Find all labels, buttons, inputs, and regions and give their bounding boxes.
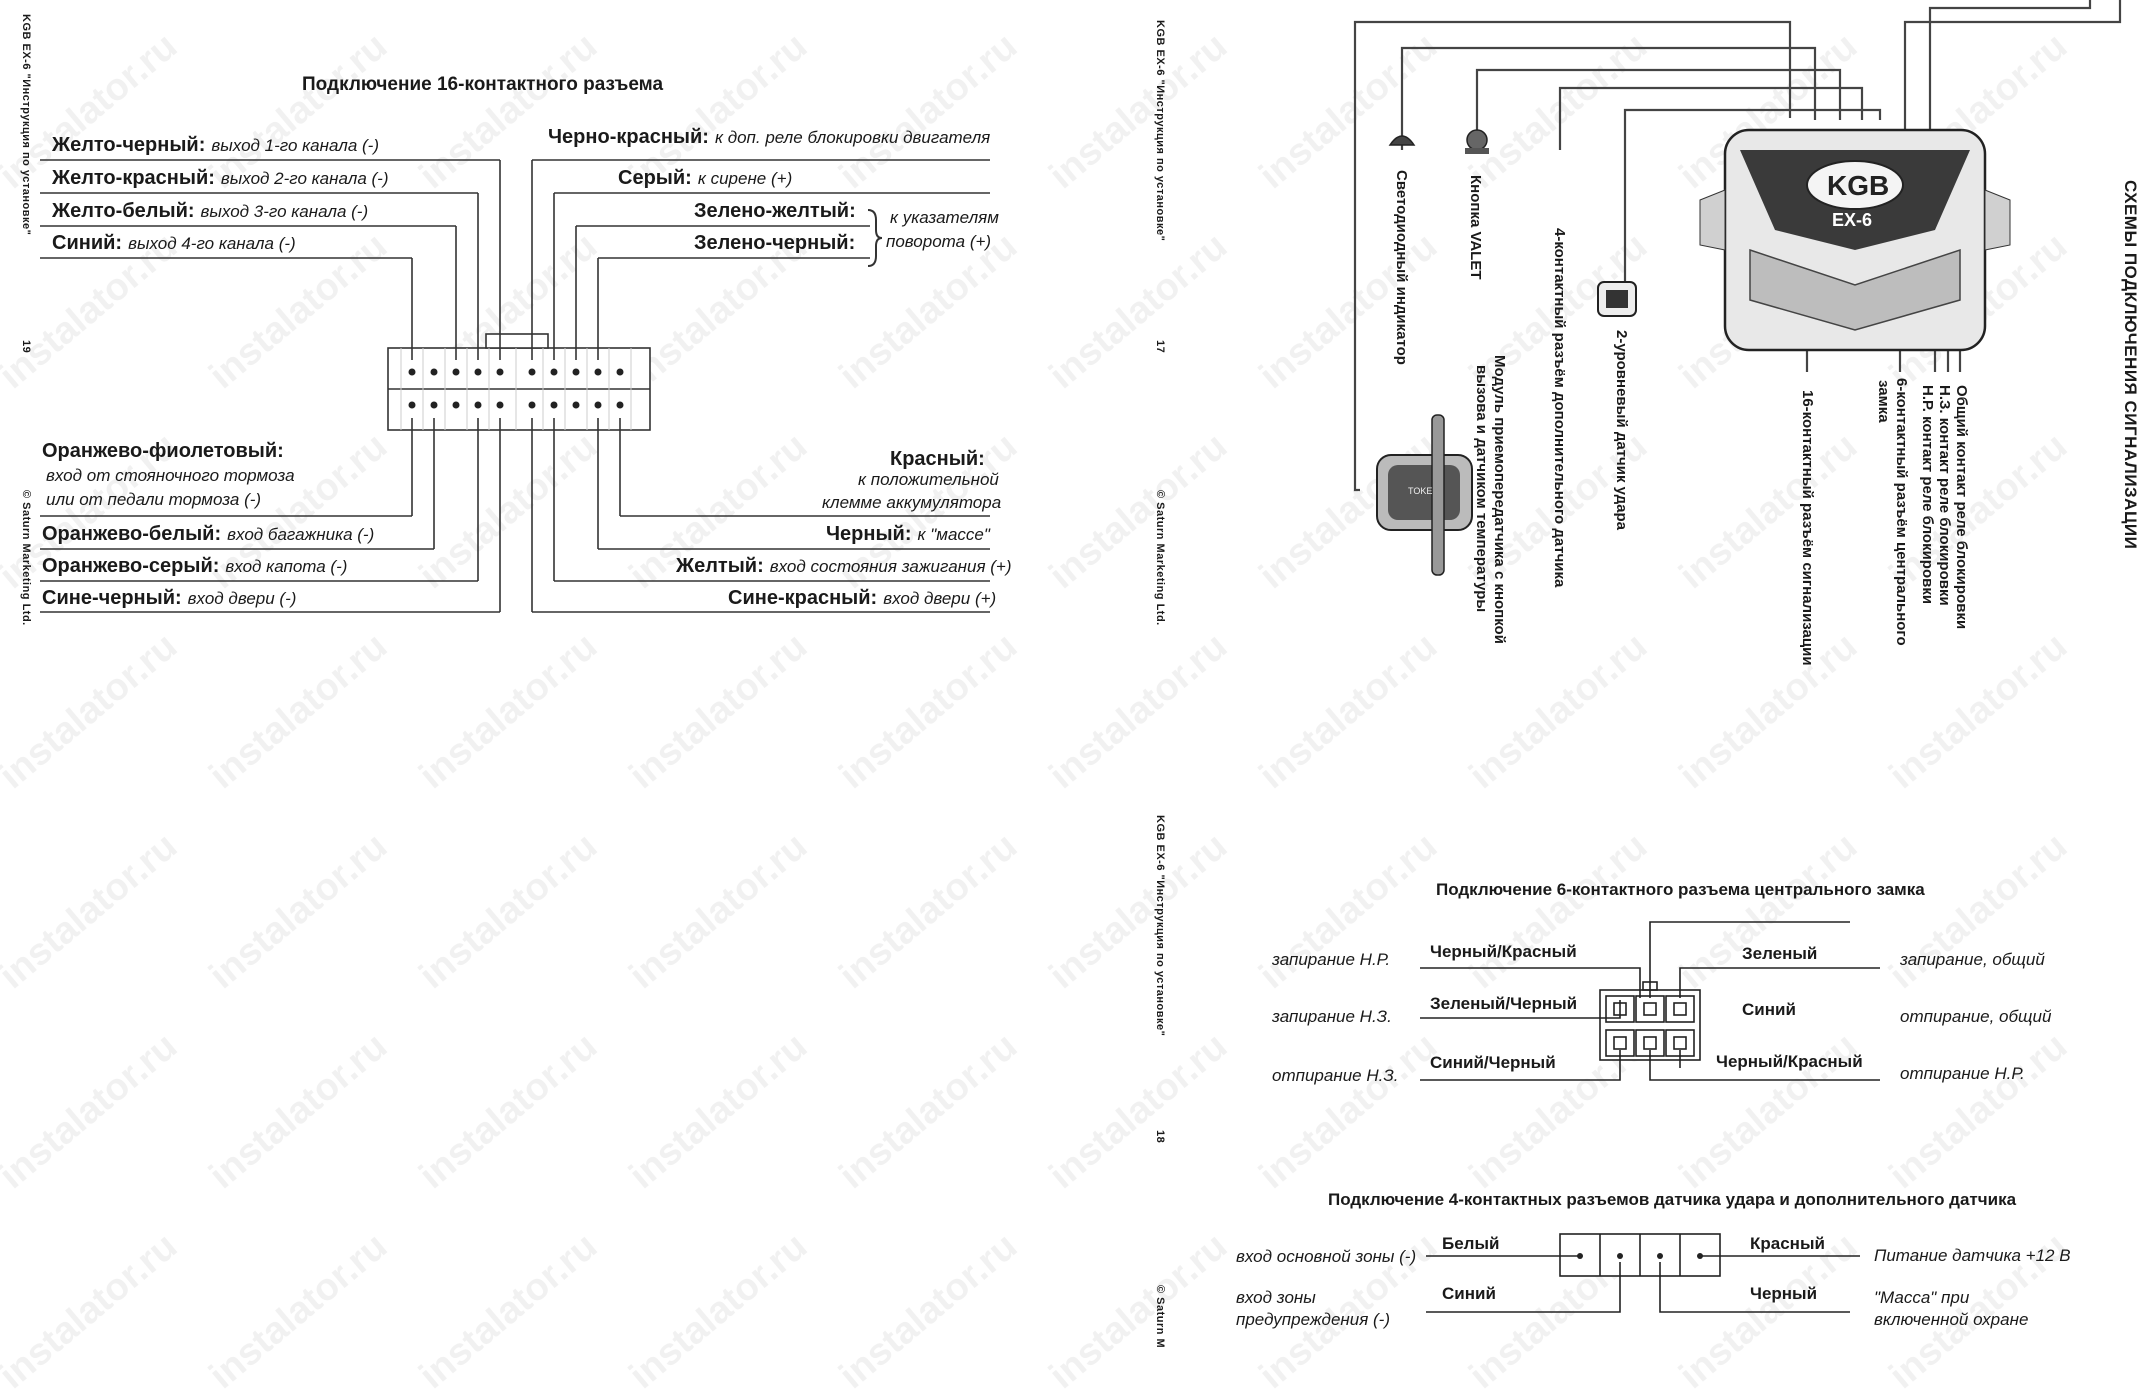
- label-valet-button: Кнопка VALET: [1467, 175, 1484, 280]
- wire-label-blue-red: Сине-красный:вход двери (+): [728, 587, 997, 609]
- six-pin-right-desc-1: запирание, общий: [1900, 950, 2045, 969]
- four-pin-left-desc-2a: вход зоны: [1236, 1288, 1316, 1307]
- wire-label-green-black: Зелено-черный:: [694, 232, 856, 254]
- six-pin-right-wire-2: Синий: [1742, 1000, 1796, 1019]
- orange-violet-desc-1: вход от стояночного тормоза: [46, 466, 295, 485]
- four-pin-right-desc-2a: "Масса" при: [1874, 1288, 1970, 1307]
- wire-label-yellow-black: Желто-черный:выход 1-го канала (-): [52, 134, 379, 156]
- wire-label-blue-black: Сине-черный:вход двери (-): [42, 587, 297, 609]
- wire-label-yellow-white: Желто-белый:выход 3-го канала (-): [52, 200, 369, 222]
- unit-logo: KGB: [1827, 170, 1890, 201]
- six-pin-right-wire-1: Зеленый: [1742, 944, 1818, 963]
- four-pin-right-desc-1: Питание датчика +12 В: [1874, 1246, 2071, 1265]
- connector-16-title: Подключение 16-контактного разъема: [302, 74, 664, 95]
- four-pin-left-wire-1: Белый: [1442, 1234, 1500, 1253]
- label-transceiver-module-2: вызова и датчиком температуры: [1473, 365, 1490, 613]
- four-pin-left-desc-1: вход основной зоны (-): [1236, 1247, 1417, 1266]
- wiring-diagram-lines: [40, 0, 2122, 1313]
- label-16pin-connector: 16-контактный разъём сигнализации: [1799, 390, 1816, 666]
- four-pin-left-wire-2: Синий: [1442, 1284, 1496, 1303]
- right-side-header-top: KGB EX-6 "Инструкция по установке": [1154, 20, 1166, 242]
- red-desc-2: клемме аккумулятора: [822, 493, 1002, 512]
- wire-label-green-yellow: Зелено-желтый:: [694, 200, 856, 222]
- label-relay-no: Н.Р. контакт реле блокировки: [1919, 385, 1936, 605]
- wire-label-blue: Синий:выход 4-го канала (-): [52, 232, 296, 254]
- orange-violet-desc-2: или от педали тормоза (-): [46, 490, 262, 509]
- connector-16-latch: [485, 333, 549, 349]
- main-unit: [1699, 128, 2011, 352]
- wire-label-yellow: Желтый:вход состояния зажигания (+): [676, 555, 1012, 577]
- wire-label-orange-white: Оранжево-белый:вход багажника (-): [42, 523, 375, 545]
- four-pin-right-wire-2: Черный: [1750, 1284, 1818, 1303]
- right-side-footer-top: © Saturn Marketing Ltd.: [1154, 490, 1166, 626]
- six-pin-right-desc-3: отпирание Н.Р.: [1900, 1064, 2025, 1083]
- label-led-indicator: Светодиодный индикатор: [1393, 170, 1410, 365]
- label-relay-common: Общий контакт реле блокировки: [1953, 385, 1970, 630]
- six-pin-right-desc-2: отпирание, общий: [1900, 1007, 2052, 1026]
- six-pin-title: Подключение 6-контактного разъема центра…: [1436, 880, 1925, 899]
- label-transceiver-module-1: Модуль приемопередатчика с кнопкой: [1491, 355, 1508, 644]
- six-pin-left-wire-3: Синий/Черный: [1430, 1053, 1556, 1072]
- six-pin-left-wire-2: Зеленый/Черный: [1430, 994, 1578, 1013]
- six-pin-left-desc-2: запирание Н.З.: [1272, 1007, 1392, 1026]
- four-pin-title: Подключение 4-контактных разъемов датчик…: [1328, 1190, 2017, 1209]
- wire-label-grey: Серый:к сирене (+): [618, 167, 793, 189]
- wire-label-black: Черный:к "массе": [826, 523, 990, 545]
- wire-label-orange-grey: Оранжево-серый:вход капота (-): [42, 555, 348, 577]
- wire-label-red: Красный:: [890, 448, 985, 470]
- wire-label-yellow-red: Желто-красный:выход 2-го канала (-): [52, 167, 389, 189]
- right-side-header-bottom: KGB EX-6 "Инструкция по установке": [1154, 815, 1166, 1037]
- label-shock-sensor: 2-уровневый датчик удара: [1613, 330, 1630, 531]
- four-pin-left-desc-2b: предупреждения (-): [1236, 1310, 1390, 1329]
- led-indicator-shape: [1388, 135, 1416, 146]
- turn-signal-note-2: поворота (+): [886, 232, 992, 251]
- label-relay-nc: Н.З. контакт реле блокировки: [1936, 385, 1953, 606]
- turn-signal-note-1: к указателям: [890, 208, 999, 227]
- right-page-number-bottom: 18: [1154, 1130, 1166, 1144]
- six-pin-left-wire-1: Черный/Красный: [1430, 942, 1577, 961]
- unit-model: EX-6: [1832, 210, 1873, 230]
- right-side-footer-bottom: © Saturn M: [1154, 1285, 1166, 1349]
- label-6pin-connector-2: замка: [1875, 380, 1892, 423]
- left-page-number: 19: [20, 340, 32, 354]
- right-page-number-top: 17: [1154, 340, 1166, 354]
- four-pin-right-wire-1: Красный: [1750, 1234, 1825, 1253]
- six-pin-right-wire-3: Черный/Красный: [1716, 1052, 1863, 1071]
- label-6pin-connector-1: 6-контактный разъём центрального: [1893, 378, 1910, 646]
- left-side-header: KGB EX-6 "Инструкция по установке": [20, 14, 32, 236]
- module-button-icon: TOKE: [1408, 486, 1433, 496]
- six-pin-left-desc-1: запирание Н.Р.: [1272, 950, 1391, 969]
- wire-label-orange-violet: Оранжево-фиолетовый:: [42, 440, 284, 462]
- section-title: СХЕМЫ ПОДКЛЮЧЕНИЯ СИГНАЛИЗАЦИИ: [2121, 180, 2140, 550]
- four-pin-right-desc-2b: включенной охране: [1874, 1310, 2029, 1329]
- six-pin-left-desc-3: отпирание Н.З.: [1272, 1066, 1399, 1085]
- wire-label-black-red: Черно-красный:к доп. реле блокировки дви…: [548, 126, 991, 148]
- label-aux-sensor-connector: 4-контактный разъём дополнительного датч…: [1551, 228, 1568, 588]
- red-desc-1: к положительной: [858, 470, 999, 489]
- left-side-footer: © Saturn Marketing Ltd.: [20, 490, 32, 626]
